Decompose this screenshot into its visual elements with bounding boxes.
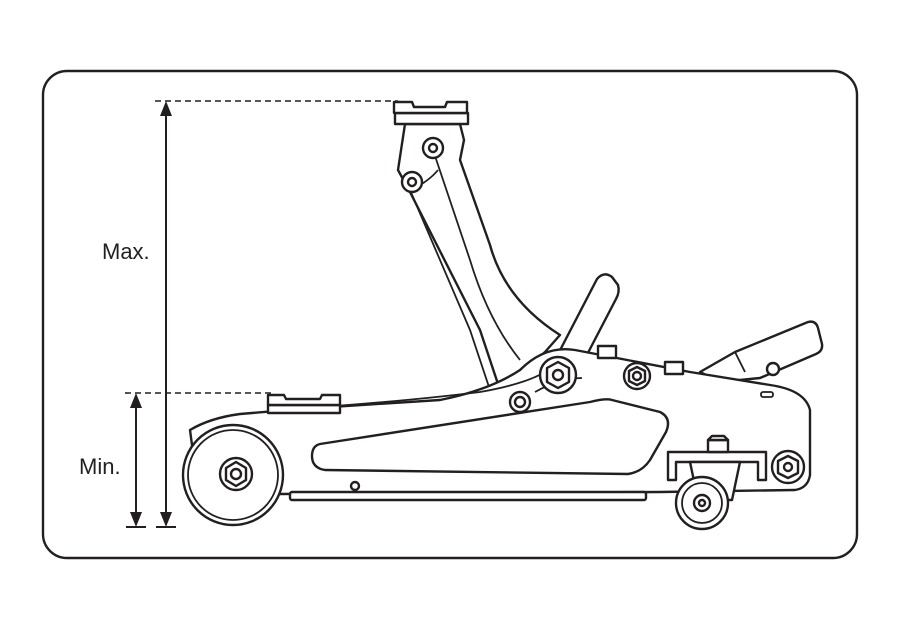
saddle-raised	[392, 100, 470, 126]
hex-bolt-mid	[622, 361, 652, 391]
front-wheel	[181, 423, 285, 527]
max-height-dimension	[155, 100, 398, 528]
pivot-bolt	[538, 355, 578, 395]
diagram-frame	[41, 69, 859, 560]
saddle-lowered	[266, 393, 342, 415]
handle	[554, 273, 824, 384]
rear-bolt	[770, 449, 806, 485]
max-label: Max.	[102, 239, 150, 264]
min-label: Min.	[79, 454, 121, 479]
caster-wheel	[666, 434, 768, 531]
min-height-dimension	[125, 392, 275, 528]
lifting-arm	[396, 122, 562, 392]
chassis	[188, 344, 812, 507]
